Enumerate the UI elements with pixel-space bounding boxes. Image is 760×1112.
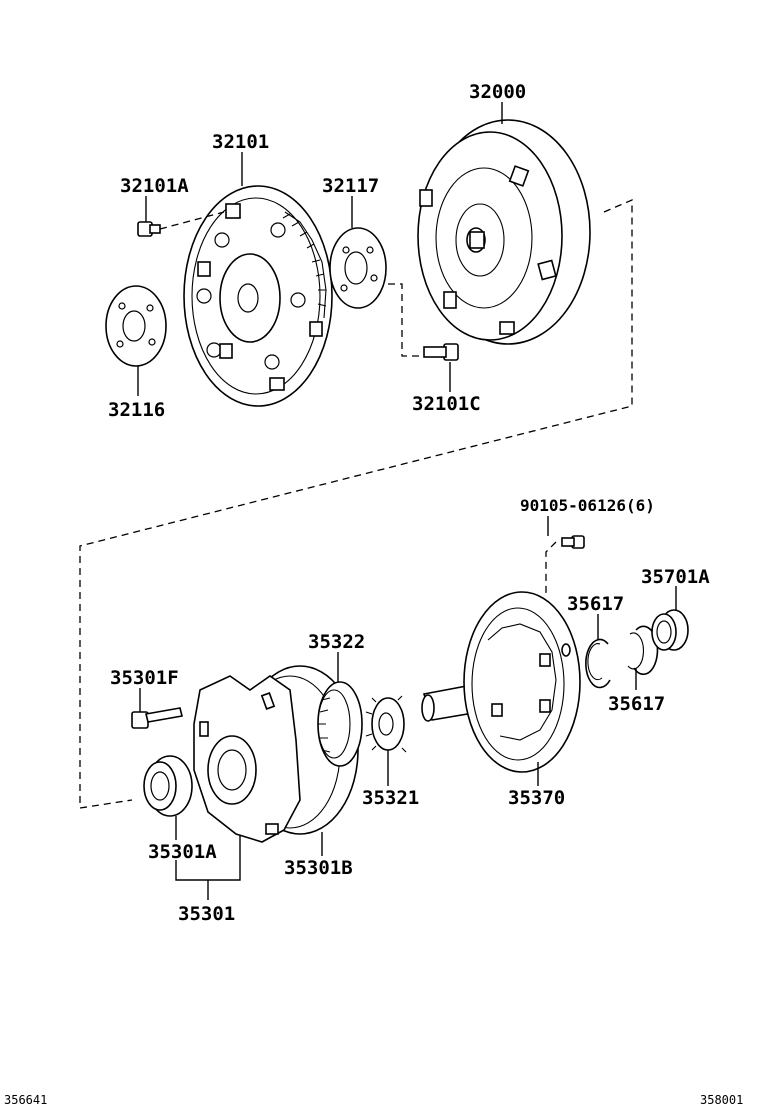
torque-converter-32000[interactable] bbox=[417, 119, 591, 345]
label-35301: 35301 bbox=[178, 903, 235, 925]
dash-32101c bbox=[388, 283, 424, 357]
label-32101a: 32101A bbox=[120, 175, 189, 197]
drive-gear-35321[interactable] bbox=[365, 695, 407, 753]
label-32101: 32101 bbox=[212, 131, 269, 153]
bolt-90105-06126[interactable] bbox=[561, 535, 585, 549]
bolt-35301f[interactable] bbox=[131, 707, 183, 729]
label-35301a: 35301A bbox=[148, 841, 217, 863]
label-90105-06126: 90105-06126(6) bbox=[520, 496, 655, 515]
bushing-35701a[interactable] bbox=[651, 609, 689, 651]
label-35301f: 35301F bbox=[110, 667, 179, 689]
spacer-32117[interactable] bbox=[329, 227, 387, 309]
label-32000: 32000 bbox=[469, 81, 526, 103]
label-35617-lower: 35617 bbox=[608, 693, 665, 715]
footer-left-code: 356641 bbox=[4, 1093, 47, 1107]
bolt-32101a[interactable] bbox=[137, 221, 161, 237]
label-35322: 35322 bbox=[308, 631, 365, 653]
bolt-32101c[interactable] bbox=[423, 343, 459, 361]
label-35321: 35321 bbox=[362, 787, 419, 809]
label-32117: 32117 bbox=[322, 175, 379, 197]
oil-seal-35301a[interactable] bbox=[143, 755, 193, 817]
pump-body-35301b[interactable] bbox=[193, 665, 359, 843]
footer-right-code: 358001 bbox=[700, 1093, 743, 1107]
snap-ring-35617-upper[interactable] bbox=[585, 638, 611, 689]
label-35617-upper: 35617 bbox=[567, 593, 624, 615]
label-32101c: 32101C bbox=[412, 393, 481, 415]
label-35701a: 35701A bbox=[641, 566, 710, 588]
drive-plate-32101[interactable] bbox=[183, 185, 333, 407]
driven-gear-35322[interactable] bbox=[317, 681, 363, 767]
stator-shaft-35370[interactable] bbox=[421, 591, 581, 773]
label-32116: 32116 bbox=[108, 399, 165, 421]
label-35370: 35370 bbox=[508, 787, 565, 809]
assembly-dashed-line bbox=[79, 199, 633, 809]
dash-90105 bbox=[545, 541, 557, 596]
snap-ring-35617-lower[interactable] bbox=[627, 625, 659, 676]
label-35301b: 35301B bbox=[284, 857, 353, 879]
spacer-32116[interactable] bbox=[105, 285, 167, 367]
